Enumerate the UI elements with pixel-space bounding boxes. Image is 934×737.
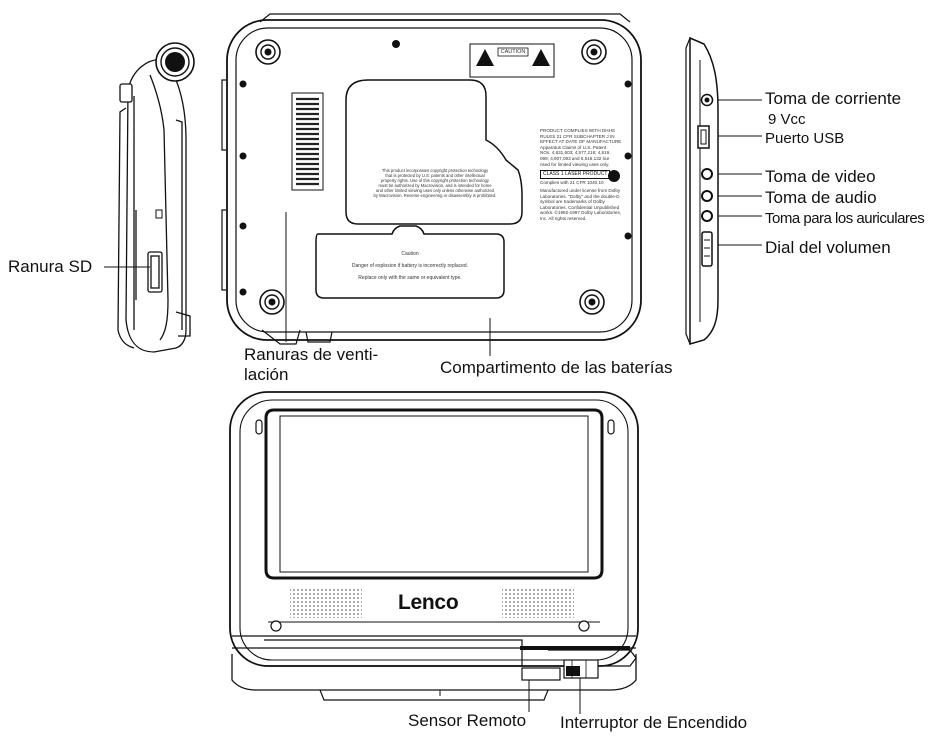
label-sd-slot: Ranura SD [8, 257, 93, 276]
bottom-view [221, 13, 642, 345]
label-power-jack-line1: Toma de corriente [765, 89, 902, 108]
label-battery-compartment: Compartimento de las baterías [440, 358, 673, 377]
label-usb-port: Puerto USB [765, 130, 845, 147]
cfr-text: Complies with 21 CFR 1040.10 [540, 180, 604, 185]
compliance-text: PRODUCT COMPLIES WITH DHHS RULES 21 CFR … [540, 128, 622, 167]
battery-caution-line1: Danger of explosion if battery is incorr… [351, 263, 469, 269]
copyright-text: This product incorporates copyright prot… [373, 168, 497, 198]
label-volume-dial: Dial del volumen [765, 238, 891, 257]
front-view [229, 391, 639, 701]
left-side-view [117, 59, 191, 353]
video-jack-icon [701, 168, 713, 180]
speaker-grille-left [290, 588, 362, 618]
label-vent-slots-line2: lación [244, 365, 289, 384]
label-headphone-jack: Toma para los auriculares [765, 210, 925, 227]
rubber-foot [579, 289, 605, 315]
center-recess [345, 79, 523, 225]
headphone-jack-icon [701, 210, 713, 222]
battery-door [315, 225, 505, 299]
label-video-jack: Toma de video [765, 167, 876, 186]
speaker-grille-right [502, 588, 574, 618]
rubber-foot [259, 289, 285, 315]
volume-dial-icon [701, 231, 713, 267]
rubber-foot [255, 39, 281, 65]
battery-caution-title: Caution [401, 251, 419, 257]
laser-class-label: CLASS 1 LASER PRODUCT [540, 170, 611, 179]
label-audio-jack: Toma de audio [765, 188, 877, 207]
hinge-knob [155, 42, 195, 82]
vent-slots [291, 92, 324, 191]
caution-sticker-title: CAUTION [500, 49, 526, 55]
screen [264, 408, 604, 580]
label-remote-sensor: Sensor Remoto [408, 711, 527, 730]
right-side-view [685, 36, 719, 345]
label-power-switch: Interruptor de Encendido [560, 713, 748, 732]
label-vent-slots-line1: Ranuras de venti- [244, 345, 379, 364]
dolby-text: Manufactured under license from Dolby La… [540, 188, 622, 221]
rubber-foot [581, 39, 607, 65]
label-power-jack-line2: 9 Vcc [768, 111, 806, 128]
remote-sensor-window [521, 667, 561, 681]
brand-logo: Lenco [398, 591, 459, 614]
battery-caution-line2: Replace only with the same or equivalent… [358, 275, 462, 281]
audio-jack-icon [701, 190, 713, 202]
